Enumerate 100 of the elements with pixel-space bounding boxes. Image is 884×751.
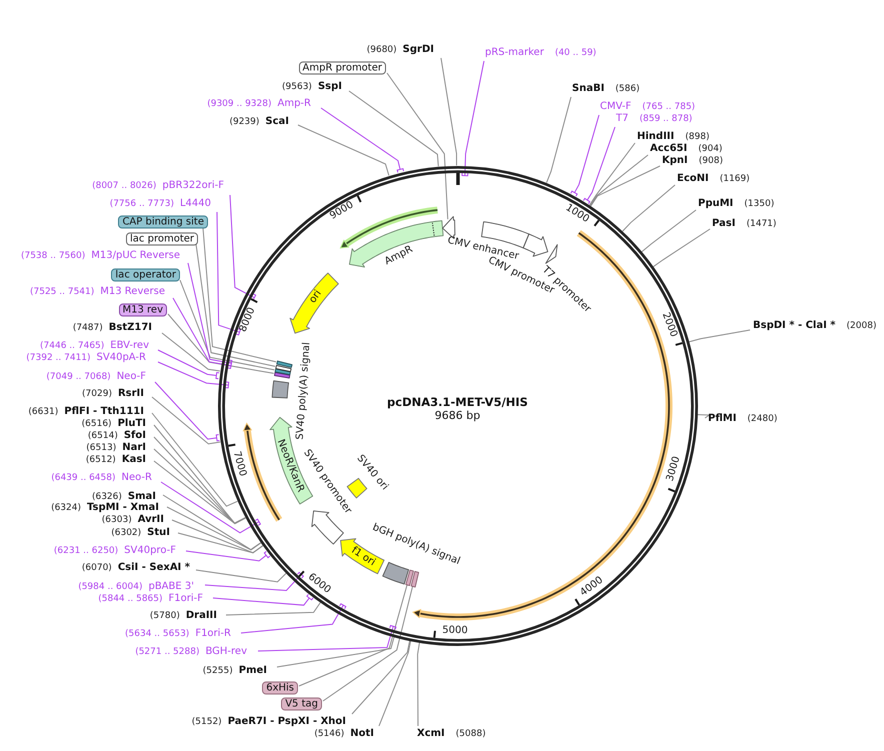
primer-range: (8007 .. 8026) (92, 180, 156, 192)
enzyme-site-name: NarI (122, 442, 146, 454)
leader-line (188, 262, 233, 367)
scale-label: 7000 (230, 450, 248, 478)
leader-line (202, 228, 277, 362)
enzyme-site-name: PaeR7I - PspXI - XhoI (228, 716, 346, 728)
primer-range: (7538 .. 7560) (20, 250, 86, 262)
primer-name: T7 (616, 113, 628, 125)
primer-range: (7392 .. 7411) (26, 352, 91, 364)
enzyme-site-name: ScaI (265, 116, 289, 128)
site-position: (6302) (111, 527, 142, 539)
feature-tag: lac promoter (126, 232, 198, 245)
leader-line (180, 280, 275, 370)
primer-range: (5634 .. 5653) (125, 628, 190, 640)
leader-line (322, 586, 414, 702)
enzyme-site-name: EcoNI (677, 173, 709, 185)
primer-name: SV40pro-F (124, 545, 176, 557)
site-position: (6326) (92, 491, 122, 502)
primer-name: pBR322ori-F (162, 180, 224, 192)
leader-line (168, 314, 274, 374)
enzyme-site-name: SgrDI (402, 44, 434, 56)
leader-line (582, 126, 616, 204)
site-position: (6514) (88, 430, 118, 442)
leader-line (212, 594, 314, 606)
leader-line (570, 114, 600, 197)
enzyme-site-name: Acc65I (650, 143, 688, 155)
leader-line (196, 570, 287, 582)
site-position: (586) (615, 83, 640, 95)
site-position: (5780) (150, 610, 180, 622)
primer-name: SV40pA-R (96, 352, 146, 364)
enzyme-site-name: RsrII (118, 388, 144, 400)
site-position: (904) (698, 143, 722, 155)
site-position: (908) (698, 155, 723, 167)
site-position: (898) (685, 131, 710, 143)
site-position: (5152) (192, 716, 222, 728)
scale-label: 8000 (238, 306, 258, 334)
enzyme-site-name: SmaI (128, 491, 156, 502)
leader-line (154, 460, 246, 524)
enzyme-site-name: DraIII (186, 610, 217, 622)
leader-line (258, 624, 397, 652)
leader-line (546, 96, 572, 184)
feature-label: ori (306, 288, 324, 306)
leader-line (590, 154, 648, 206)
primer-range: (6231 .. 6250) (54, 545, 118, 557)
leader-line (641, 210, 696, 252)
feature-tag: 6xHis (262, 682, 298, 694)
leader-line (688, 330, 750, 342)
primer-name: pRS-marker (485, 47, 544, 59)
site-position: (9680) (366, 44, 397, 56)
enzyme-site-name: PluTI (118, 418, 146, 430)
primer-range: (7525 .. 7541) (30, 286, 94, 298)
leader-line (276, 636, 395, 668)
enzyme-site-name: HindIII (637, 131, 674, 143)
site-position: (6513) (86, 442, 116, 454)
enzyme-site-name: SspI (318, 81, 342, 93)
enzyme-site-name: PflMI (708, 413, 736, 425)
site-position: (1471) (746, 218, 776, 230)
primer-name: CMV-F (600, 101, 632, 113)
leader-line (152, 396, 221, 444)
leader-line (196, 244, 276, 367)
leader-line (160, 482, 262, 534)
leader-line (417, 642, 420, 726)
primer-name: F1ori-R (195, 628, 231, 640)
primer-range: (9309 .. 9328) (207, 98, 272, 110)
enzyme-site-name: StuI (147, 527, 170, 539)
site-position: (7487) (72, 322, 103, 334)
site-position: (5255) (202, 665, 233, 677)
leader-line (186, 550, 270, 562)
leader-line (348, 90, 439, 167)
enzyme-site-name: PflFI - Tth111I (64, 406, 144, 418)
primer-name: Amp-R (278, 98, 311, 110)
feature-tag: M13 rev (118, 304, 167, 316)
site-position: (6070) (82, 562, 112, 574)
leader-line (589, 142, 636, 206)
leader-line (462, 60, 484, 176)
site-position: (6303) (102, 514, 132, 526)
site-position: (5146) (314, 728, 344, 740)
primer-name: Neo-R (122, 472, 152, 484)
site-position: (9563) (282, 81, 312, 93)
leader-line (240, 603, 346, 634)
enzyme-site-name: SnaBI (572, 83, 604, 95)
leader-line (652, 228, 710, 268)
enzyme-site-name: TspMI - XmaI (87, 502, 159, 514)
primer-range: (7446 .. 7465) (40, 340, 104, 352)
primer-range: (7049 .. 7068) (46, 371, 111, 383)
primer-name: pBABE 3' (148, 581, 194, 593)
leader-line (154, 382, 220, 442)
feature-label: SV40 poly(A) signal (294, 342, 314, 440)
enzyme-site-name: PmeI (238, 665, 267, 677)
site-position: (6516) (82, 418, 112, 430)
site-position: (6512) (86, 454, 116, 466)
leader-line (298, 584, 408, 686)
leader-line (226, 602, 321, 616)
leader-line (166, 506, 262, 550)
enzyme-site-name: CsiI - SexAI * (118, 562, 190, 574)
enzyme-site-name: BstZ17I (108, 322, 152, 334)
feature-tag: lac operator (111, 268, 180, 281)
leader-line (172, 298, 232, 369)
primer-range: (40 .. 59) (554, 47, 596, 59)
feature-tag: V5 tag (281, 698, 322, 710)
